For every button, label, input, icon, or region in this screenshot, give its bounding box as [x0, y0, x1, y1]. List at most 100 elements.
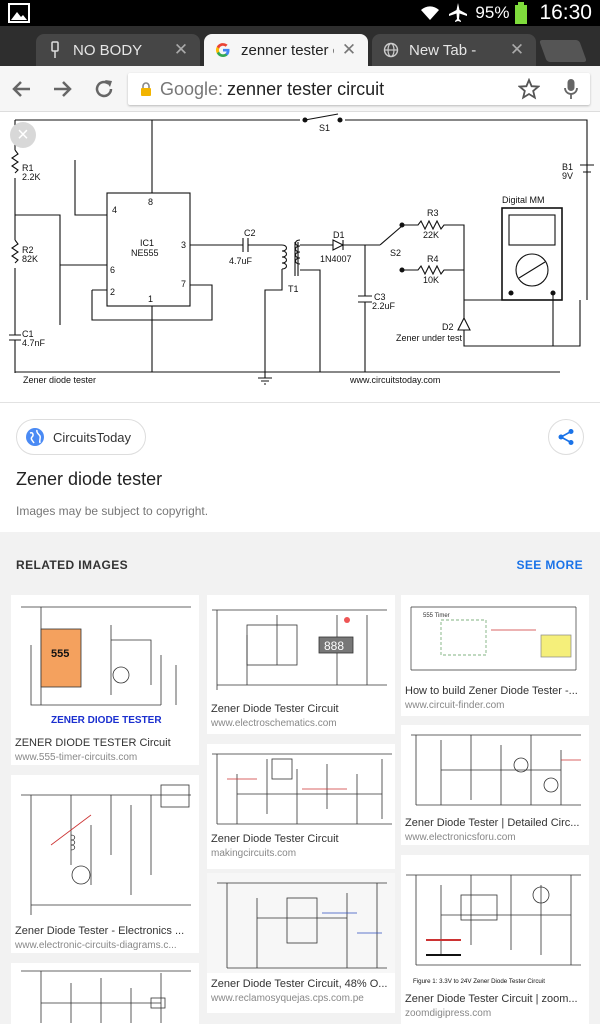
tab-zenner-tester[interactable]: zenner tester cir ✕: [204, 34, 368, 66]
label-r4-value: 10K: [423, 275, 439, 285]
search-query: zenner tester circuit: [227, 78, 385, 99]
back-button[interactable]: [9, 77, 33, 101]
label-r1: R1: [22, 163, 34, 173]
tab-new-tab[interactable]: New Tab - ✕: [372, 34, 536, 66]
mic-icon[interactable]: [564, 78, 578, 100]
source-name: CircuitsToday: [53, 429, 132, 445]
source-chip[interactable]: CircuitsToday: [16, 419, 147, 455]
reload-icon: [95, 80, 113, 98]
close-tab-icon[interactable]: ✕: [341, 40, 357, 59]
reload-button[interactable]: [92, 77, 116, 101]
label-ic1: IC1: [140, 238, 154, 248]
label-s1: S1: [319, 123, 330, 133]
toolbar: Google: zenner tester circuit: [0, 66, 600, 112]
related-card-3[interactable]: [11, 963, 199, 1024]
related-card-6[interactable]: Zener Diode Tester Circuit, 48% O... www…: [207, 873, 395, 1013]
pin-6: 6: [110, 265, 115, 275]
bookmark-star-icon[interactable]: [518, 78, 540, 100]
pin-4: 4: [112, 205, 117, 215]
label-c3-value: 2.2uF: [372, 301, 396, 311]
label-r2: R2: [22, 245, 34, 255]
card-site: www.electronic-circuits-diagrams.c...: [15, 940, 177, 951]
address-bar[interactable]: Google: zenner tester circuit: [128, 73, 590, 105]
new-tab-button[interactable]: [538, 40, 588, 62]
share-icon: [558, 429, 574, 445]
related-card-2[interactable]: Zener Diode Tester - Electronics ... www…: [11, 775, 199, 953]
thumbnail: [21, 784, 191, 915]
label-r2-value: 82K: [22, 254, 38, 264]
thumbnail: [212, 753, 392, 825]
wifi-icon: [421, 6, 440, 21]
image-title[interactable]: Zener diode tester: [16, 469, 163, 489]
forward-arrow-icon: [54, 81, 72, 97]
card-title: Zener Diode Tester Circuit: [211, 833, 339, 845]
pin-7: 7: [181, 279, 186, 289]
footer-left: Zener diode tester: [23, 375, 96, 385]
see-more-button[interactable]: SEE MORE: [516, 558, 583, 572]
card-title: Zener Diode Tester Circuit: [211, 703, 339, 715]
globe-icon: [26, 428, 44, 446]
card-site: www.electroschematics.com: [211, 718, 337, 729]
thumbnail: [207, 873, 395, 973]
label-b1-value: 9V: [562, 171, 573, 181]
label-t1: T1: [288, 284, 299, 294]
label-d2: D2: [442, 322, 454, 332]
close-tab-icon[interactable]: ✕: [509, 40, 525, 59]
close-tab-icon[interactable]: ✕: [173, 40, 189, 59]
card-site: zoomdigipress.com: [405, 1008, 492, 1019]
related-card-8[interactable]: Zener Diode Tester | Detailed Circ... ww…: [401, 725, 589, 845]
tab-title: NO BODY: [73, 41, 143, 59]
card-site: makingcircuits.com: [211, 848, 297, 859]
card-title: How to build Zener Diode Tester -...: [405, 685, 578, 697]
google-icon: [214, 41, 232, 59]
warning-lock-icon: [141, 82, 151, 96]
related-card-4[interactable]: 888 Zener Diode Tester Circuit www.elect…: [207, 595, 395, 734]
meter-readout: 888: [324, 639, 344, 653]
battery-icon: [515, 2, 528, 24]
pin-2: 2: [110, 287, 115, 297]
thumb-caption: Figure 1: 3.3V to 24V Zener Diode Tester…: [413, 978, 545, 985]
label-r4: R4: [427, 254, 439, 264]
card-title: Zener Diode Tester | Detailed Circ...: [405, 817, 580, 829]
tab-strip: NO BODY ✕ zenner tester cir ✕ New Tab - …: [0, 26, 600, 66]
copyright-notice: Images may be subject to copyright.: [16, 504, 209, 518]
share-button[interactable]: [548, 419, 584, 455]
label-c2-value: 4.7uF: [229, 256, 253, 266]
related-card-5[interactable]: Zener Diode Tester Circuit makingcircuit…: [207, 744, 395, 869]
pin-icon: [46, 41, 64, 59]
card-title: ZENER DIODE TESTER Circuit: [15, 737, 171, 749]
thumbnail: 555 ZENER DIODE TESTER: [21, 606, 191, 726]
thumbnail: 888: [212, 609, 387, 690]
card-title: Zener Diode Tester Circuit, 48% O...: [211, 978, 388, 990]
tab-title: zenner tester cir: [241, 41, 334, 59]
label-r1-value: 2.2K: [22, 172, 41, 182]
close-image-button[interactable]: ×: [10, 122, 36, 148]
label-d1: D1: [333, 230, 345, 240]
back-arrow-icon: [12, 81, 30, 97]
battery-percent: 95%: [475, 3, 510, 22]
related-card-7[interactable]: 555 Timer How to build Zener Diode Teste…: [401, 595, 589, 716]
forward-button[interactable]: [51, 77, 75, 101]
label-r3: R3: [427, 208, 439, 218]
card-site: www.555-timer-circuits.com: [15, 752, 138, 763]
label-c2: C2: [244, 228, 256, 238]
label-d2-value: Zener under test: [396, 333, 463, 343]
related-card-1[interactable]: 555 ZENER DIODE TESTER ZENER DIODE TESTE…: [11, 595, 199, 765]
globe-icon: [382, 41, 400, 59]
main-image[interactable]: S1 B1 9V R1 2.2K R2 82K C1 4.7nF IC1 NE5…: [0, 112, 600, 402]
label-b1: B1: [562, 162, 573, 172]
pin-8: 8: [148, 197, 153, 207]
label-dmm: Digital MM: [502, 195, 545, 205]
gallery-icon: [8, 3, 30, 23]
label-ic1-part: NE555: [131, 248, 159, 258]
thumbnail: Figure 1: 3.3V to 24V Zener Diode Tester…: [406, 874, 581, 985]
tab-no-body[interactable]: NO BODY ✕: [36, 34, 200, 66]
card-site: www.reclamosyquejas.cps.com.pe: [211, 993, 364, 1004]
related-card-9[interactable]: Figure 1: 3.3V to 24V Zener Diode Tester…: [401, 855, 589, 1024]
related-heading: RELATED IMAGES: [16, 558, 129, 572]
pin-1: 1: [148, 294, 153, 304]
label-s2: S2: [390, 248, 401, 258]
thumbnail: 555 Timer: [410, 606, 577, 671]
chip-label: 555: [51, 648, 69, 660]
card-title: Zener Diode Tester Circuit | zoom...: [405, 993, 578, 1005]
